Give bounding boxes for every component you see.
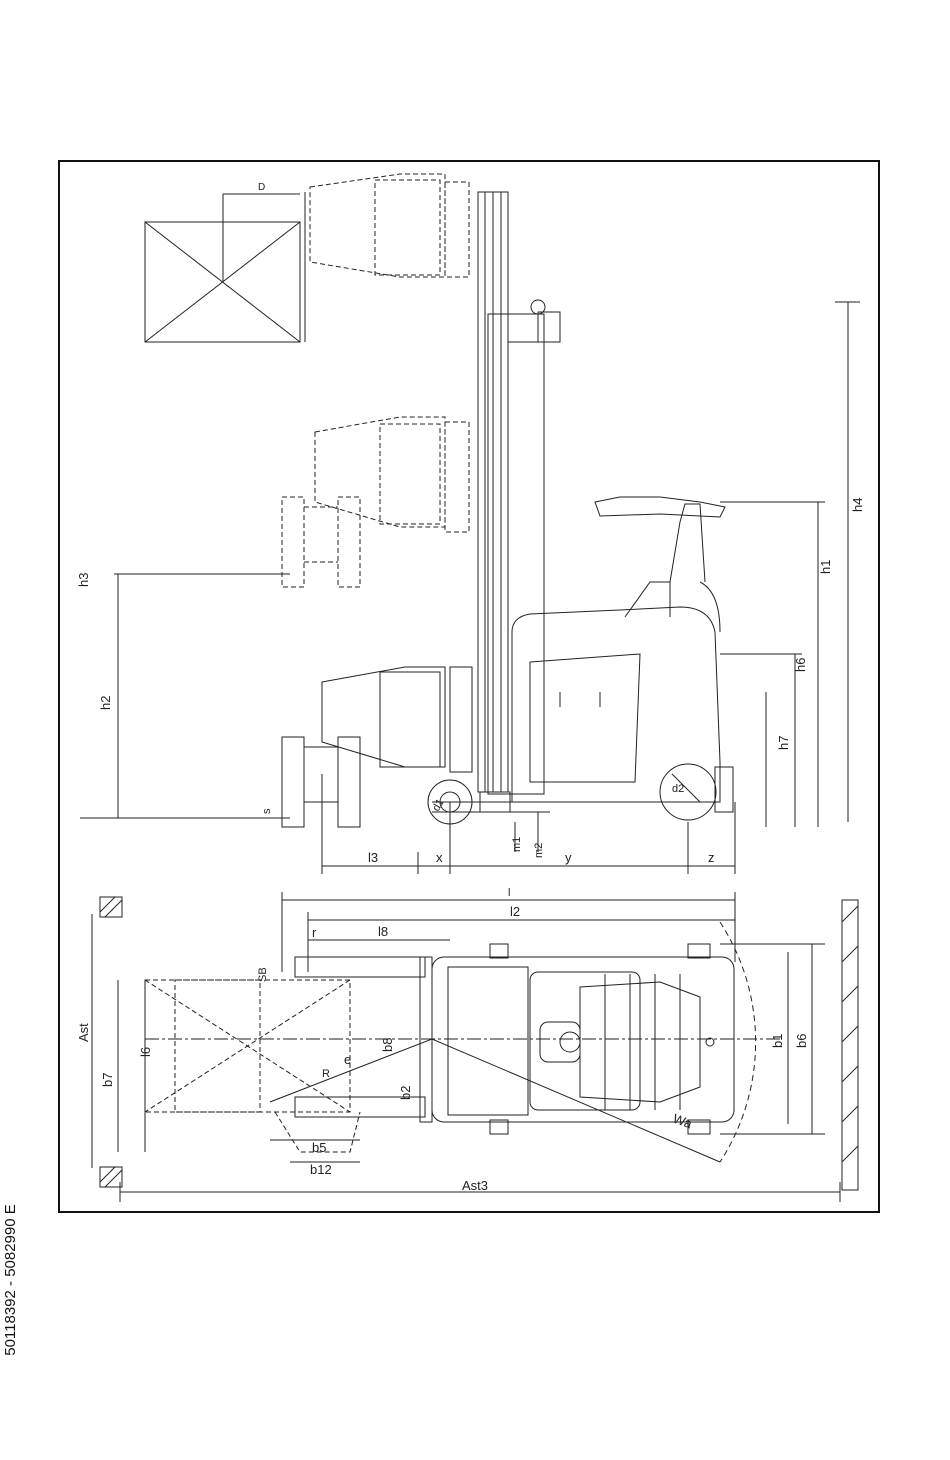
load-top — [145, 192, 305, 342]
label-m1: m1 — [511, 837, 523, 852]
dim-plan-length — [282, 892, 735, 972]
label-Wa: Wa — [671, 1111, 695, 1132]
label-b7: b7 — [100, 1073, 115, 1087]
label-b12: b12 — [310, 1162, 332, 1177]
label-h6: h6 — [793, 658, 808, 672]
technical-drawing: h3 h4 h1 h6 h7 h2 s D l3 x y z m1 m2 d1 … — [60, 162, 878, 1211]
label-y: y — [565, 850, 572, 865]
aisle-walls — [100, 897, 858, 1190]
label-b2: b2 — [398, 1086, 413, 1100]
plan-load — [145, 980, 360, 1152]
label-b5: b5 — [312, 1140, 326, 1155]
label-Ast: Ast — [76, 1023, 91, 1042]
label-d2: d2 — [672, 783, 684, 795]
label-h7: h7 — [776, 736, 791, 750]
label-l2: l2 — [510, 904, 520, 919]
label-s: s — [261, 808, 273, 814]
label-z: z — [708, 850, 715, 865]
label-D: D — [258, 182, 265, 193]
label-l: l — [508, 887, 510, 899]
label-SB: SB — [257, 967, 269, 982]
drive-wheel — [660, 764, 733, 820]
label-l6: l6 — [138, 1047, 153, 1057]
mast-outer — [478, 192, 508, 792]
label-l3: l3 — [368, 850, 378, 865]
label-l8: l8 — [378, 924, 388, 939]
label-h3: h3 — [76, 573, 91, 587]
label-h2: h2 — [98, 696, 113, 710]
dim-h4 — [835, 302, 860, 822]
label-h4: h4 — [850, 498, 865, 512]
label-x: x — [436, 850, 443, 865]
mast-inner — [488, 300, 560, 794]
drawing-frame: h3 h4 h1 h6 h7 h2 s D l3 x y z m1 m2 d1 … — [58, 160, 880, 1213]
label-b6: b6 — [794, 1034, 809, 1048]
base-arms — [432, 792, 720, 812]
attachment-top — [310, 174, 469, 277]
label-Ast3: Ast3 — [462, 1178, 488, 1193]
label-b1: b1 — [770, 1034, 785, 1048]
dim-h1 — [720, 502, 825, 827]
label-h1: h1 — [818, 560, 833, 574]
label-d1: d1 — [430, 797, 447, 814]
label-m2: m2 — [533, 843, 545, 858]
label-R: R — [322, 1068, 330, 1080]
label-b8: b8 — [380, 1038, 395, 1052]
dim-plan-left — [92, 914, 360, 1168]
label-r: r — [312, 925, 317, 940]
attachment-mid — [282, 417, 469, 587]
label-e: e — [344, 1052, 351, 1067]
document-id: 50118392 - 5082990 E — [2, 1100, 22, 1460]
